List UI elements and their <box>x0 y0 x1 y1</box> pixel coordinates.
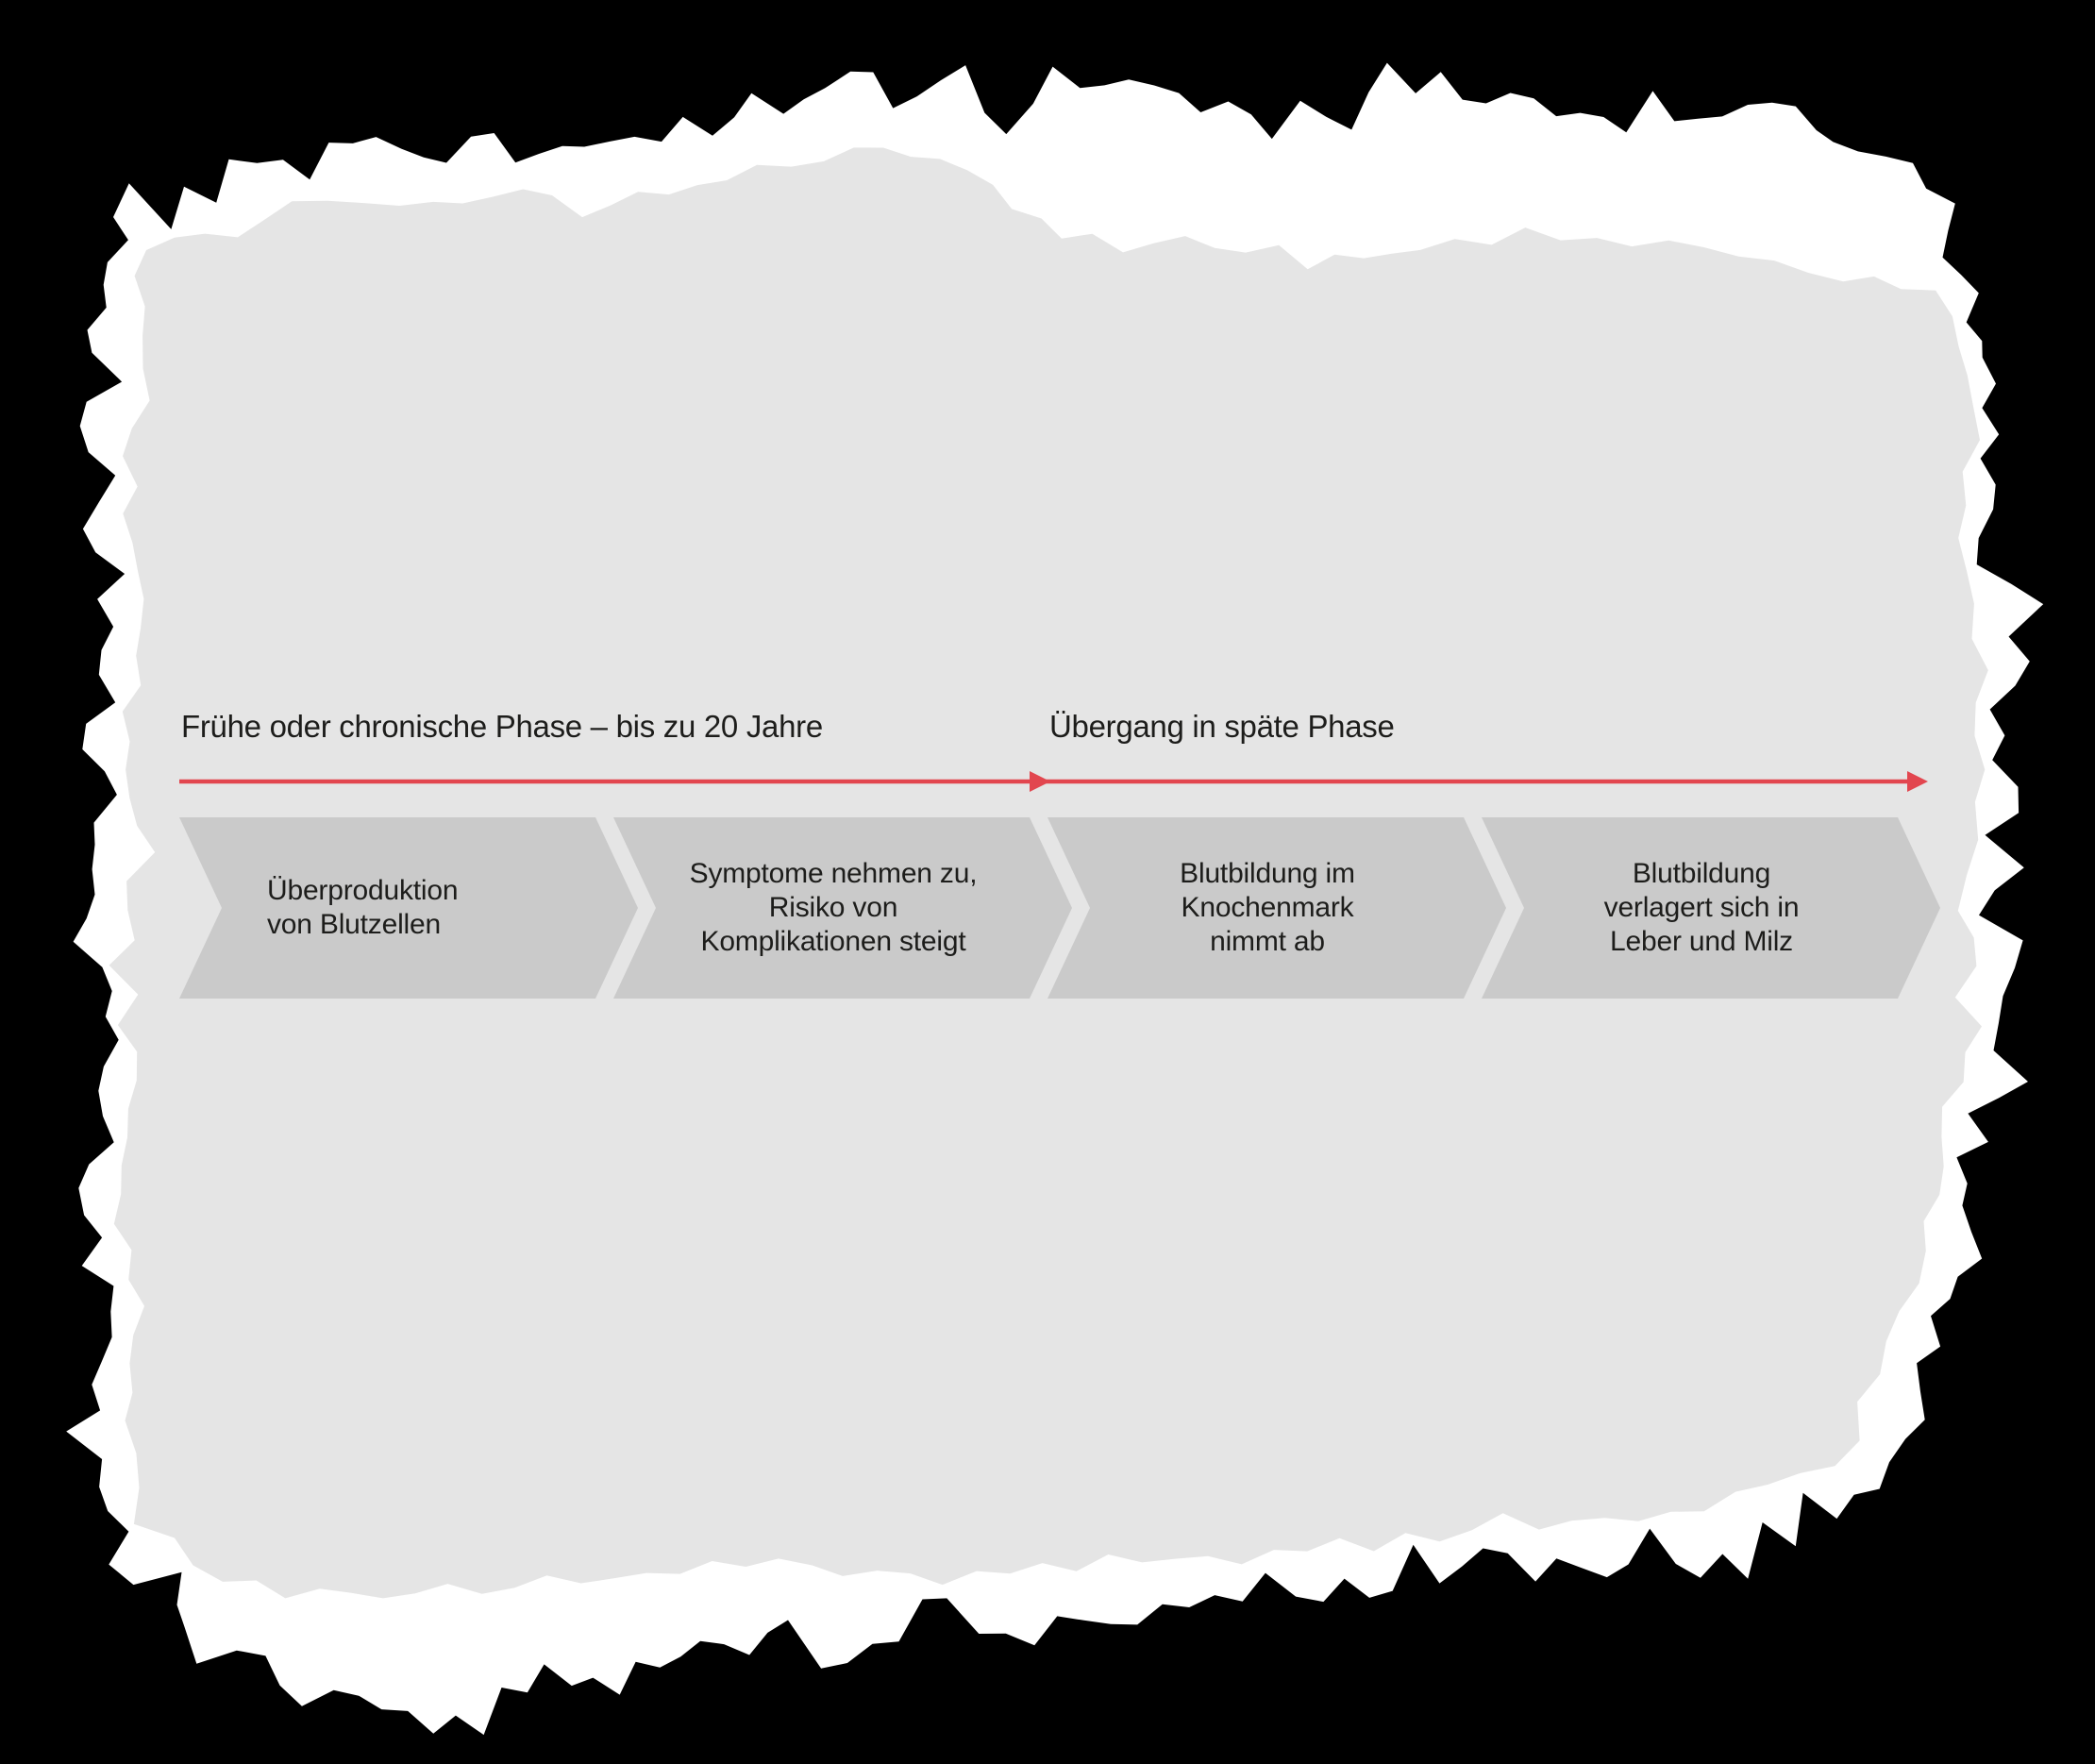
timeline-end-arrowhead-icon <box>1907 771 1928 792</box>
process-chevrons <box>179 817 1940 999</box>
phase-2-label: Übergang in späte Phase <box>1049 709 1395 744</box>
timeline-arrow <box>179 771 1928 792</box>
timeline-mid-arrowhead-icon <box>1030 771 1050 792</box>
chevron-stage-3 <box>1048 817 1506 999</box>
chevron-stage-2 <box>613 817 1072 999</box>
stage-1-text: Überproduktion von Blutzellen <box>267 875 459 940</box>
stage-3-text: Blutbildung im Knochenmark nimmt ab <box>1180 858 1355 957</box>
phase-1-label: Frühe oder chronische Phase – bis zu 20 … <box>181 709 823 744</box>
stage-2-text: Symptome nehmen zu, Risiko von Komplikat… <box>689 858 978 957</box>
chevron-stage-1 <box>179 817 638 999</box>
stage-4-text: Blutbildung verlagert sich in Leber und … <box>1603 858 1800 957</box>
chevron-stage-4 <box>1482 817 1940 999</box>
